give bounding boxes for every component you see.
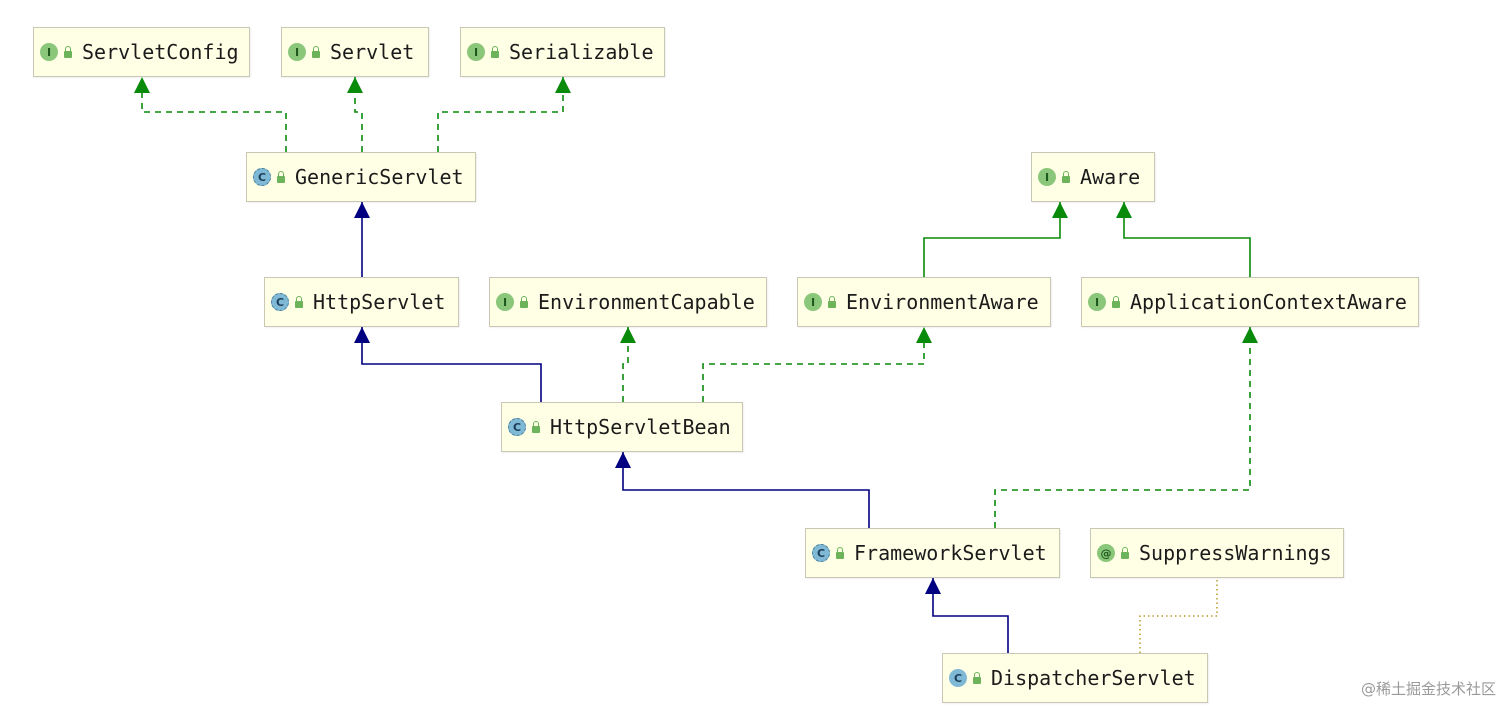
node-httpservlet[interactable]: C HttpServlet [264,277,459,327]
arrowhead-httpservletbean-to-environmentcapable [620,327,636,343]
arrowhead-genericservlet-to-servletconfig [134,77,150,93]
edge-applicationcontextaware-to-aware [1123,202,1251,277]
node-genericservlet[interactable]: C GenericServlet [246,152,476,202]
node-label: FrameworkServlet [854,541,1047,565]
public-lock-icon [1062,170,1070,183]
interface-icon: I [467,43,485,61]
annotation-icon: @ [1097,544,1115,562]
public-lock-icon [828,295,836,308]
public-lock-icon [277,170,285,183]
public-lock-icon [532,420,540,433]
node-servletconfig[interactable]: I ServletConfig [33,27,250,77]
node-environmentaware[interactable]: I EnvironmentAware [797,277,1051,327]
edge-frameworkservlet-to-applicationcontextaware [994,327,1251,528]
public-lock-icon [64,45,72,58]
class-icon: C [949,669,967,687]
node-label: SuppressWarnings [1139,541,1332,565]
arrowhead-genericservlet-to-servlet [347,77,363,93]
node-aware[interactable]: I Aware [1031,152,1155,202]
edge-genericservlet-to-serializable [437,77,564,152]
node-label: DispatcherServlet [991,666,1196,690]
node-label: ServletConfig [82,40,239,64]
node-label: Serializable [509,40,654,64]
interface-icon: I [496,293,514,311]
public-lock-icon [1121,546,1129,559]
node-label: EnvironmentCapable [538,290,755,314]
arrowhead-frameworkservlet-to-applicationcontextaware [1242,327,1258,343]
node-dispatcherservlet[interactable]: C DispatcherServlet [942,653,1208,703]
edge-dispatcherservlet-to-suppresswarnings [1139,578,1218,653]
public-lock-icon [836,546,844,559]
node-label: Aware [1080,165,1141,189]
edge-environmentaware-to-aware [923,202,1061,277]
node-suppresswarnings[interactable]: @ SuppressWarnings [1090,528,1344,578]
edge-frameworkservlet-to-httpservletbean [622,452,870,528]
public-lock-icon [1112,295,1120,308]
public-lock-icon [491,45,499,58]
interface-icon: I [804,293,822,311]
watermark: @稀土掘金技术社区 [1360,680,1496,698]
interface-icon: I [1088,293,1106,311]
arrowhead-applicationcontextaware-to-aware [1116,202,1132,218]
node-label: EnvironmentAware [846,290,1039,314]
node-serializable[interactable]: I Serializable [460,27,665,77]
edge-httpservletbean-to-environmentaware [702,327,925,402]
abstract-class-icon: C [812,544,830,562]
node-httpservletbean[interactable]: C HttpServletBean [501,402,743,452]
arrowhead-httpservlet-to-genericservlet [354,202,370,218]
node-applicationcontextaware[interactable]: I ApplicationContextAware [1081,277,1419,327]
interface-icon: I [40,43,58,61]
node-label: HttpServletBean [550,415,731,439]
node-environmentcapable[interactable]: I EnvironmentCapable [489,277,767,327]
public-lock-icon [295,295,303,308]
public-lock-icon [312,45,320,58]
arrowhead-httpservletbean-to-httpservlet [354,327,370,343]
public-lock-icon [973,671,981,684]
node-servlet[interactable]: I Servlet [281,27,429,77]
node-label: HttpServlet [313,290,446,314]
edge-genericservlet-to-servletconfig [141,77,287,152]
edge-dispatcherservlet-to-frameworkservlet [932,578,1009,653]
node-frameworkservlet[interactable]: C FrameworkServlet [805,528,1060,578]
abstract-class-icon: C [271,293,289,311]
arrowhead-httpservletbean-to-environmentaware [916,327,932,343]
abstract-class-icon: C [253,168,271,186]
node-label: ApplicationContextAware [1130,290,1407,314]
abstract-class-icon: C [508,418,526,436]
interface-icon: I [1038,168,1056,186]
node-label: Servlet [330,40,415,64]
arrowhead-environmentaware-to-aware [1052,202,1068,218]
arrowhead-frameworkservlet-to-httpservletbean [615,452,631,468]
arrowhead-dispatcherservlet-to-frameworkservlet [925,578,941,594]
public-lock-icon [520,295,528,308]
interface-icon: I [288,43,306,61]
edge-httpservletbean-to-httpservlet [361,327,542,402]
node-label: GenericServlet [295,165,464,189]
arrowhead-genericservlet-to-serializable [555,77,571,93]
